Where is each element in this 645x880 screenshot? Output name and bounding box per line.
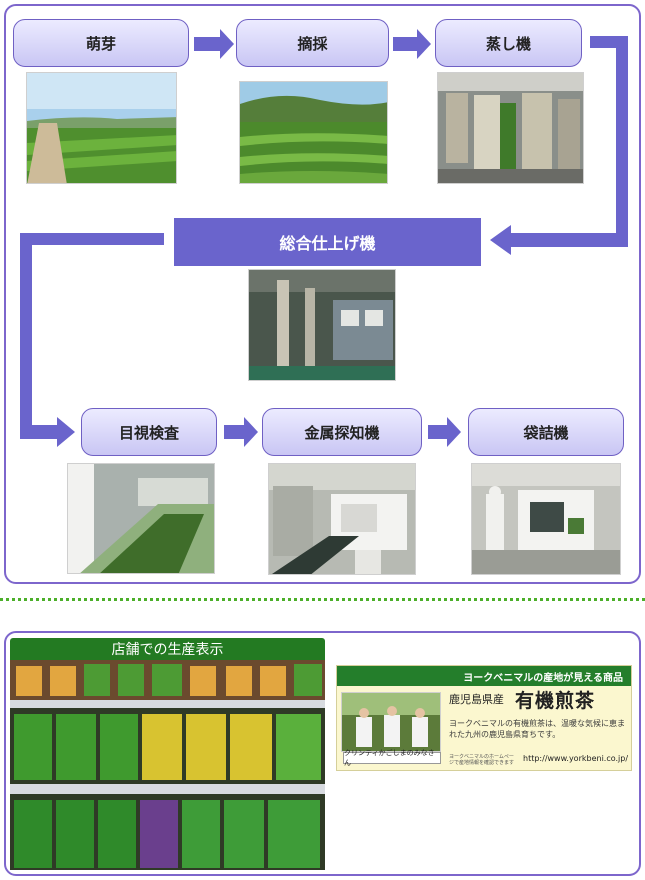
card-note: ヨークベニマルのホームページで産地情報を確認できます bbox=[449, 754, 515, 766]
step-finishing-machine: 総合仕上げ機 bbox=[174, 218, 481, 266]
photo-store-shelf bbox=[10, 660, 325, 870]
photo-finishing-machine bbox=[248, 269, 396, 381]
photo-tea-field-plucking bbox=[239, 81, 388, 184]
photo-bagging-machine bbox=[471, 463, 621, 575]
photo-metal-detector bbox=[268, 463, 416, 575]
photo-steamer-machine bbox=[437, 72, 584, 184]
section-divider bbox=[0, 598, 645, 601]
flow-arrows bbox=[20, 29, 628, 447]
arrow-steamer-to-finisher bbox=[490, 36, 628, 255]
step-visual-inspection: 目視検査 bbox=[81, 408, 217, 456]
card-photo-caption: クリンティかごしまのみなさん bbox=[343, 749, 441, 767]
product-origin-card: ヨークベニマルの産地が見える商品 クリンティかごしまのみなさん 鹿児島県産 有機… bbox=[336, 665, 632, 771]
store-display-title: 店舗での生産表示 bbox=[10, 638, 325, 660]
arrow-detector-to-packing bbox=[428, 417, 461, 447]
arrow-finisher-to-inspection bbox=[20, 233, 164, 447]
arrow-budding-to-plucking bbox=[194, 29, 234, 59]
step-steamer: 蒸し機 bbox=[435, 19, 582, 67]
photo-farmers bbox=[341, 692, 441, 752]
card-header: ヨークベニマルの産地が見える商品 bbox=[337, 666, 631, 686]
card-origin: 鹿児島県産 bbox=[449, 693, 504, 706]
arrow-plucking-to-steamer bbox=[393, 29, 431, 59]
photo-visual-inspection bbox=[67, 463, 215, 574]
step-metal-detector: 金属探知機 bbox=[262, 408, 422, 456]
step-plucking: 摘採 bbox=[236, 19, 389, 67]
arrow-inspection-to-detector bbox=[224, 417, 258, 447]
step-bagging-machine: 袋詰機 bbox=[468, 408, 624, 456]
photo-tea-field-budding bbox=[26, 72, 177, 184]
card-description: ヨークベニマルの有機煎茶は、温暖な気候に恵まれた九州の鹿児島県育ちです。 bbox=[449, 719, 625, 739]
card-url: http://www.yorkbeni.co.jp/ bbox=[523, 754, 629, 763]
card-product-name: 有機煎茶 bbox=[515, 690, 596, 712]
step-budding: 萌芽 bbox=[13, 19, 189, 67]
